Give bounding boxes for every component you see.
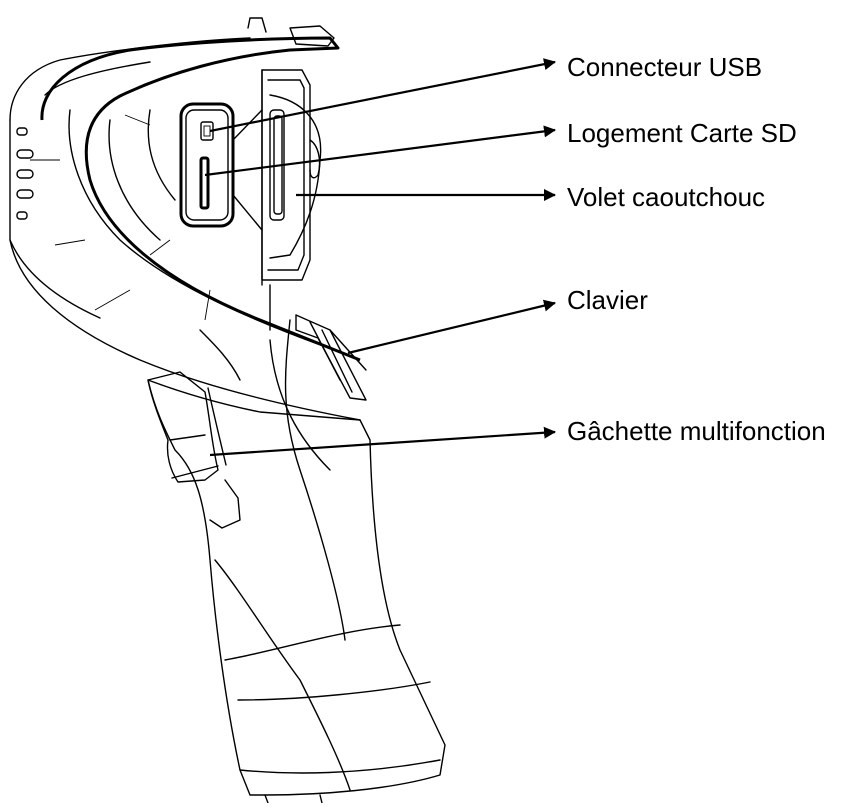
vents	[16, 127, 34, 220]
trigger	[147, 371, 219, 483]
label-multifunction-trigger: Gâchette multifonction	[567, 416, 826, 446]
port-housing	[179, 102, 235, 228]
leader-usb	[209, 58, 556, 133]
sd-slot	[199, 156, 210, 210]
label-rubber-flap: Volet caoutchouc	[567, 182, 766, 212]
label-usb-connector: Connecteur USB	[567, 52, 763, 82]
leader-keypad	[347, 299, 556, 355]
leader-trigger	[209, 426, 556, 457]
label-keypad: Clavier	[567, 285, 648, 315]
leader-sd	[204, 125, 556, 177]
camera-body-outline	[40, 36, 361, 362]
rubber-flap	[269, 94, 322, 259]
label-sd-slot: Logement Carte SD	[567, 118, 797, 148]
